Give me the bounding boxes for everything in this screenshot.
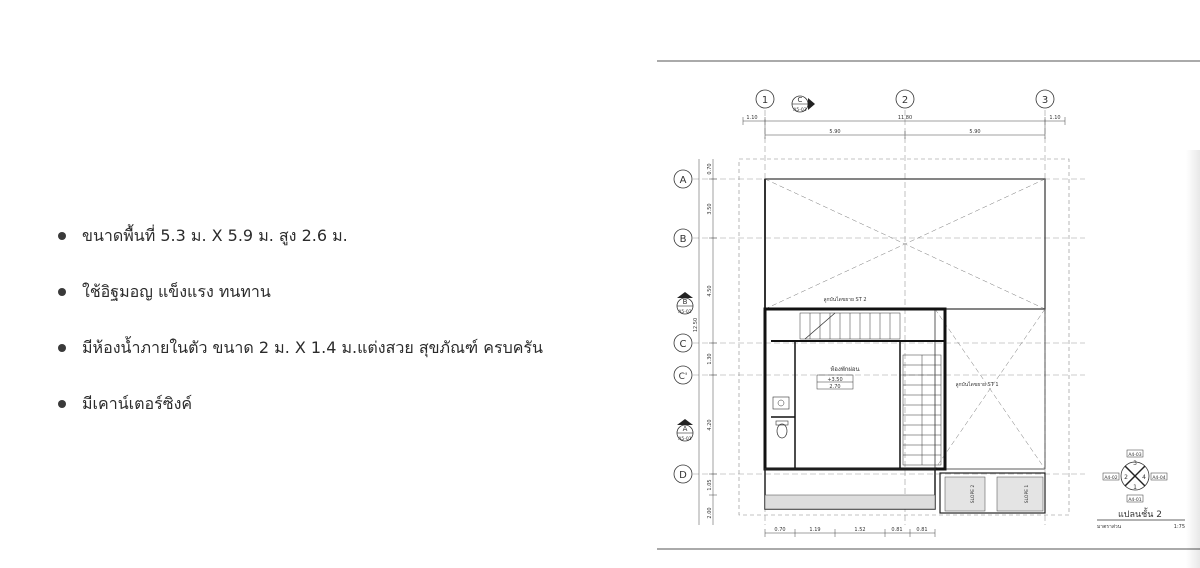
bullet-dot xyxy=(58,288,66,296)
key-plan-symbol xyxy=(1102,449,1168,503)
slope-label-1: SLOPE 1 xyxy=(1024,485,1030,504)
svg-text:B: B xyxy=(683,298,688,306)
dim-left-3: 1.30 xyxy=(707,353,713,364)
svg-text:A: A xyxy=(680,175,687,186)
dim-left-1: 3.50 xyxy=(707,203,713,214)
svg-text:3: 3 xyxy=(1042,95,1048,106)
right-roof xyxy=(934,308,1046,470)
key-plan-ref-bottom: A4-01 xyxy=(1128,497,1141,503)
dim-left-6: 2.00 xyxy=(707,507,713,518)
scale-label: มาตราส่วน xyxy=(1097,524,1122,530)
feature-item: ใช้อิฐมอญ แข็งแรง ทนทาน xyxy=(58,282,543,302)
toilet-icon xyxy=(775,420,789,439)
dim-bottom-3: 0.81 xyxy=(891,527,902,533)
dim-bottom-4: 0.81 xyxy=(916,527,927,533)
dim-bottom-0: 0.70 xyxy=(774,527,785,533)
right-edge-shadow xyxy=(1186,150,1200,568)
row-bubble-b: B xyxy=(673,228,693,248)
dim-top-inner-right: 5.90 xyxy=(969,129,980,135)
feature-item: ขนาดพื้นที่ 5.3 ม. X 5.9 ม. สูง 2.6 ม. xyxy=(58,226,543,246)
key-plan-ref-right: A4-04 xyxy=(1152,475,1165,481)
section-mark-b: B A5-02 xyxy=(676,292,694,315)
feature-item: มีเคาน์เตอร์ซิงค์ xyxy=(58,394,543,414)
room-level-1: +3.50 xyxy=(827,377,842,383)
room-label: ห้องพักผ่อน xyxy=(830,366,859,373)
dim-left-4: 4.20 xyxy=(707,419,713,430)
svg-text:A: A xyxy=(683,425,688,433)
row-bubble-a: A xyxy=(673,169,693,189)
front-balcony xyxy=(764,468,936,510)
key-plan-ref-left: A4-02 xyxy=(1104,475,1117,481)
feature-text: มีห้องน้ำภายในตัว ขนาด 2 ม. X 1.4 ม.แต่ง… xyxy=(82,338,543,357)
column-grid-lines xyxy=(764,110,1046,525)
svg-text:A5-03: A5-03 xyxy=(793,107,806,113)
dim-top-inner-left: 5.90 xyxy=(829,129,840,135)
roof-outline xyxy=(738,158,1070,516)
right-balcony xyxy=(939,472,1046,514)
feature-item: มีห้องน้ำภายในตัว ขนาด 2 ม. X 1.4 ม.แต่ง… xyxy=(58,338,543,358)
feature-text: ขนาดพื้นที่ 5.3 ม. X 5.9 ม. สูง 2.6 ม. xyxy=(82,226,348,245)
bullet-dot xyxy=(58,344,66,352)
stair-vertical xyxy=(902,354,942,466)
feature-text: ใช้อิฐมอญ แข็งแรง ทนทาน xyxy=(82,282,271,301)
bullet-dot xyxy=(58,400,66,408)
svg-text:1: 1 xyxy=(762,95,768,106)
svg-text:A5-02: A5-02 xyxy=(678,309,691,315)
svg-text:C: C xyxy=(798,96,803,104)
feature-list: ขนาดพื้นที่ 5.3 ม. X 5.9 ม. สูง 2.6 ม. ใ… xyxy=(58,226,543,450)
key-plan-num-bottom: 1 xyxy=(1133,484,1137,491)
dim-top-left: 1.10 xyxy=(746,115,757,121)
dim-top-total: 11.80 xyxy=(898,115,912,121)
row-bubble-c-prime: C' xyxy=(673,365,693,385)
column-bubble-3: 3 xyxy=(1035,89,1055,109)
column-bubble-1: 1 xyxy=(755,89,775,109)
floor-plan: 1 2 3 A B C C' D xyxy=(655,55,1200,555)
key-plan-ref-top: A4-03 xyxy=(1128,452,1141,458)
floor-plan-drawing: 1 2 3 A B C C' D xyxy=(657,60,1200,550)
svg-text:C: C xyxy=(680,339,687,350)
slope-label-2: SLOPE 2 xyxy=(970,485,976,504)
feature-text: มีเคาน์เตอร์ซิงค์ xyxy=(82,394,193,413)
column-bubble-2: 2 xyxy=(895,89,915,109)
key-plan-num-top: 3 xyxy=(1133,460,1137,467)
upper-roof xyxy=(764,178,1046,310)
bottom-dimensions xyxy=(764,529,936,537)
stair-st2 xyxy=(799,312,901,340)
svg-text:D: D xyxy=(679,470,687,481)
row-bubble-c: C xyxy=(673,333,693,353)
dim-left-0: 0.70 xyxy=(707,163,713,174)
stair-label-st2: ลูกบันไดขยาย ST 2 xyxy=(823,296,866,303)
row-grid-lines xyxy=(693,178,1085,475)
dim-left-5: 1.05 xyxy=(707,479,713,490)
key-plan-num-right: 4 xyxy=(1142,474,1146,481)
svg-text:A5-01: A5-01 xyxy=(678,436,691,442)
bullet-dot xyxy=(58,232,66,240)
room-level-2: 2.70 xyxy=(829,384,840,390)
key-plan-num-left: 2 xyxy=(1124,474,1128,481)
section-mark-c: C A5-03 xyxy=(791,95,815,113)
section-mark-a: A A5-01 xyxy=(676,419,694,442)
row-bubble-d: D xyxy=(673,464,693,484)
scale-value: 1:75 xyxy=(1174,524,1185,530)
dim-bottom-1: 1.19 xyxy=(809,527,820,533)
svg-text:B: B xyxy=(680,234,687,245)
sink-icon xyxy=(772,396,790,410)
stair-label-st1: ลูกบันไดขยาย ST 1 xyxy=(955,381,998,388)
dim-bottom-2: 1.52 xyxy=(854,527,865,533)
svg-text:C': C' xyxy=(679,372,688,382)
left-dimensions xyxy=(698,159,717,525)
svg-text:2: 2 xyxy=(902,95,908,106)
dim-left-2: 4.50 xyxy=(707,285,713,296)
dim-top-right: 1.10 xyxy=(1049,115,1060,121)
plan-title: แปลนชั้น 2 xyxy=(1118,507,1162,520)
dim-left-total: 12.50 xyxy=(693,318,699,332)
top-dimensions xyxy=(742,117,1066,139)
